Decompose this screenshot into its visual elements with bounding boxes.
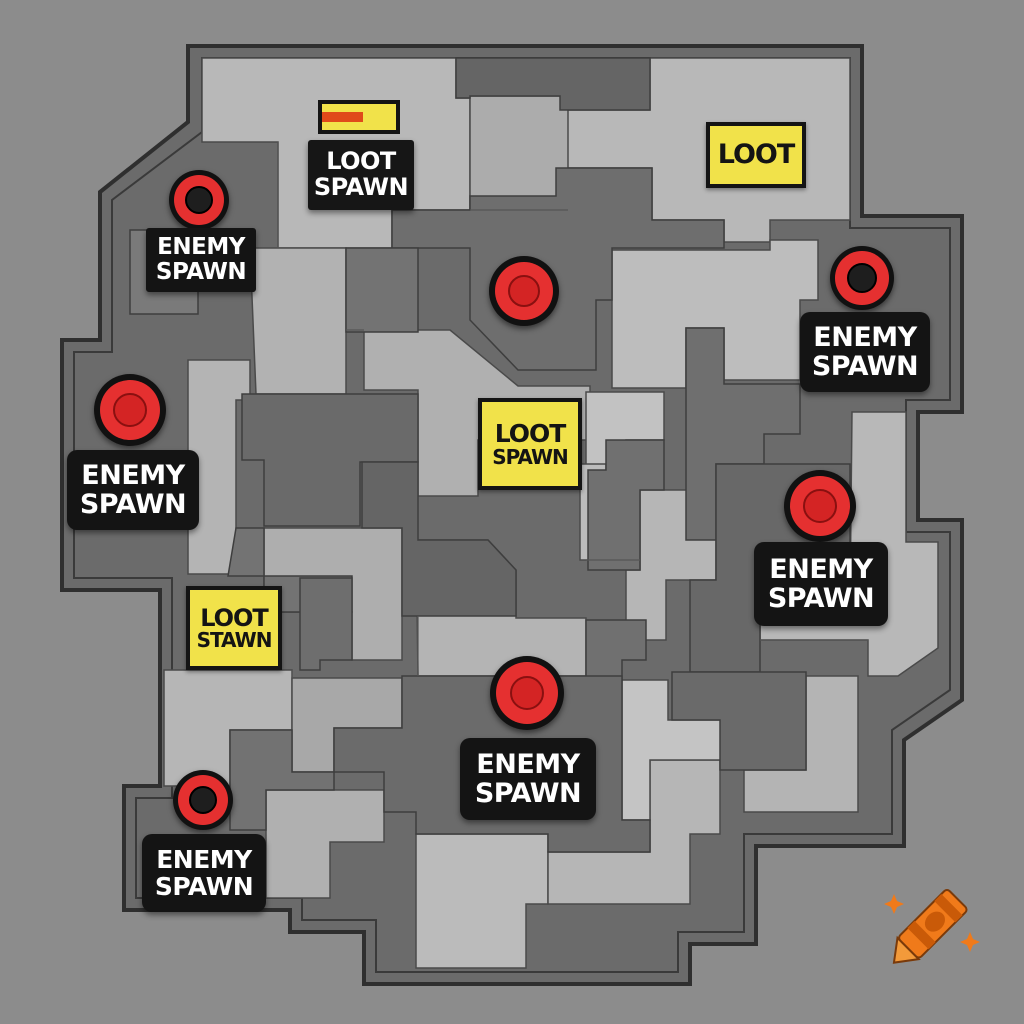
enemy-spawn-label: ENEMY SPAWN [67, 450, 199, 530]
enemy-spawn-marker-icon[interactable] [94, 374, 166, 446]
loot-line-1: LOOT [494, 419, 567, 449]
marker-ring [835, 251, 889, 305]
loot-bar-background [322, 104, 396, 130]
label-line-2: SPAWN [474, 778, 582, 809]
enemy-spawn-label: ENEMY SPAWN [460, 738, 596, 820]
loot-spawn-label[interactable]: LOOT SPAWN [308, 140, 414, 210]
marker-core [507, 274, 541, 308]
enemy-spawn-marker-icon[interactable] [490, 656, 564, 730]
loot-line-1: LOOT [200, 603, 269, 632]
floor-rooms [163, 57, 939, 969]
loot-line-2: SPAWN [313, 173, 409, 201]
marker-core [846, 262, 878, 294]
marker-core [509, 675, 545, 711]
label-line-1: ENEMY [769, 553, 873, 585]
marker-core [113, 393, 147, 427]
enemy-spawn-label: ENEMY SPAWN [142, 834, 266, 912]
sparkle-icon [884, 894, 904, 914]
loot-bar-icon [318, 100, 400, 134]
enemy-spawn-marker-icon[interactable] [173, 770, 233, 830]
label-line-2: SPAWN [767, 583, 875, 614]
loot-spawn-marker[interactable]: LOOT STAWN [186, 586, 282, 670]
enemy-spawn-label: ENEMY SPAWN [754, 542, 888, 626]
loot-spawn-marker[interactable]: LOOT [706, 122, 806, 188]
marker-ring [494, 261, 554, 321]
enemy-spawn-marker-icon[interactable] [169, 170, 229, 230]
loot-spawn-marker[interactable]: LOOT SPAWN [478, 398, 582, 490]
label-line-1: ENEMY [156, 845, 252, 874]
loot-line-1: LOOT [326, 147, 396, 176]
enemy-spawn-marker-icon[interactable] [830, 246, 894, 310]
marker-ring [99, 379, 161, 441]
enemy-spawn-marker-icon[interactable] [784, 470, 856, 542]
enemy-spawn-label: ENEMY SPAWN [800, 312, 930, 392]
marker-ring [173, 174, 225, 226]
label-line-2: SPAWN [155, 259, 247, 285]
crayon-logo-icon [884, 889, 980, 964]
label-line-1: ENEMY [81, 459, 185, 491]
loot-bar-fill [322, 111, 363, 123]
enemy-spawn-label: ENEMY SPAWN [146, 228, 256, 292]
marker-core [188, 785, 218, 815]
loot-line-1: LOOT [717, 139, 796, 171]
loot-line-2: STAWN [196, 628, 273, 653]
loot-line-2: SPAWN [492, 444, 569, 469]
label-line-2: SPAWN [79, 489, 187, 520]
sparkle-icon [960, 932, 980, 952]
marker-ring [495, 661, 559, 725]
marker-ring [177, 774, 229, 826]
label-line-2: SPAWN [154, 872, 254, 901]
corridor-lines [277, 142, 868, 678]
label-line-1: ENEMY [813, 321, 917, 353]
label-line-1: ENEMY [476, 748, 580, 780]
marker-ring [789, 475, 851, 537]
label-line-2: SPAWN [811, 351, 919, 382]
enemy-spawn-marker-icon[interactable] [489, 256, 559, 326]
marker-core [184, 185, 214, 215]
marker-core [803, 489, 837, 523]
label-line-1: ENEMY [157, 234, 245, 261]
